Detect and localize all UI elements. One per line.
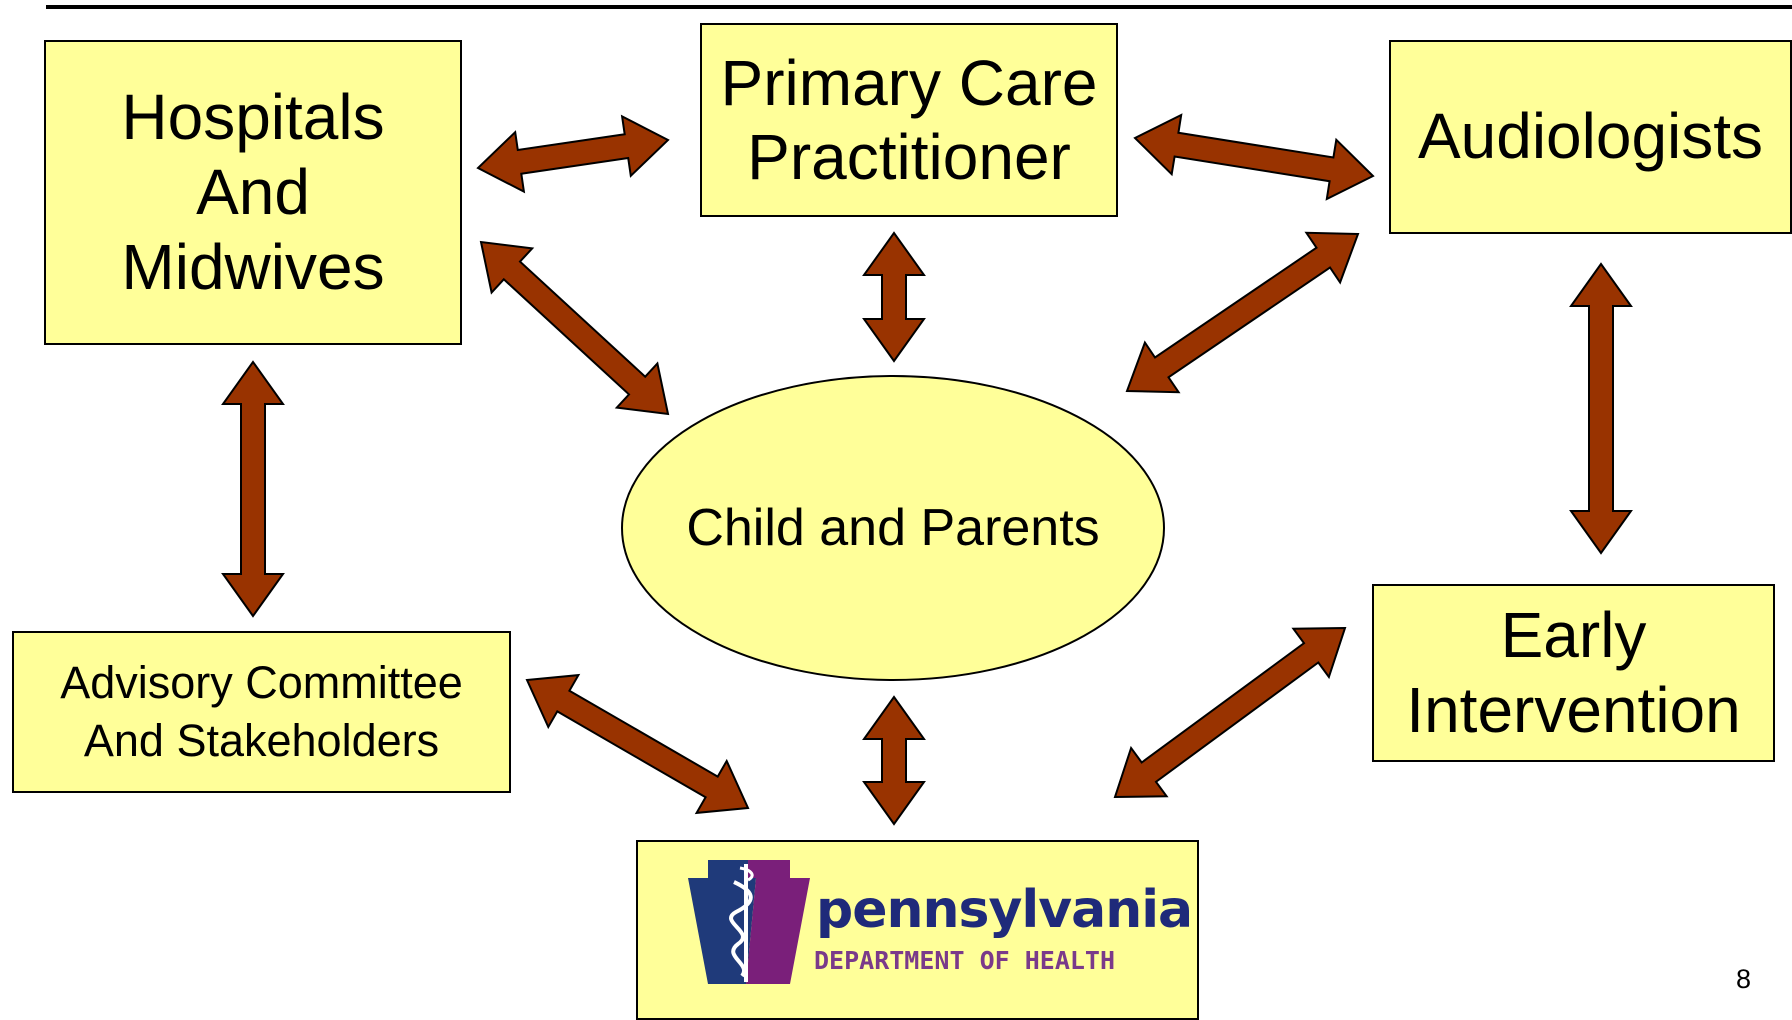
advisory-committee-label: Advisory Committee And Stakeholders xyxy=(60,657,463,766)
keystone-caduceus-logo xyxy=(688,860,810,984)
arrow-early-doh xyxy=(1113,626,1347,799)
department-of-health-box: pennsylvania DEPARTMENT OF HEALTH xyxy=(636,840,1199,1020)
child-parents-node: Child and Parents xyxy=(622,376,1164,680)
primary-care-box: Primary Care Practitioner xyxy=(700,23,1118,217)
arrow-audiologists-early xyxy=(1569,262,1633,555)
arrow-hospitals-child xyxy=(479,240,670,416)
audiologists-box: Audiologists xyxy=(1389,40,1792,234)
arrow-advisory-doh xyxy=(525,673,750,815)
early-intervention-box: Early Intervention xyxy=(1372,584,1775,762)
logo-department: DEPARTMENT OF HEALTH xyxy=(814,946,1116,975)
hospitals-midwives-label: Hospitals And Midwives xyxy=(121,81,385,303)
page-number: 8 xyxy=(1736,964,1752,994)
audiologists-label: Audiologists xyxy=(1417,100,1764,173)
advisory-committee-box: Advisory Committee And Stakeholders xyxy=(12,631,511,793)
arrow-hospitals-primary xyxy=(476,114,670,194)
arrow-child-doh xyxy=(862,695,926,826)
arrow-primary-child xyxy=(862,231,926,363)
early-intervention-label: Early Intervention xyxy=(1406,599,1741,746)
primary-care-label: Primary Care Practitioner xyxy=(720,46,1098,193)
logo-wordmark: pennsylvania xyxy=(816,880,1193,940)
child-parents-label: Child and Parents xyxy=(686,499,1100,557)
child-parents-ellipse xyxy=(621,375,1165,681)
arrow-audiologists-child xyxy=(1125,231,1360,394)
arrow-hospitals-advisory xyxy=(221,360,285,618)
hospitals-midwives-box: Hospitals And Midwives xyxy=(44,40,462,345)
arrow-primary-audiologists xyxy=(1133,113,1375,201)
top-rule xyxy=(46,5,1792,9)
